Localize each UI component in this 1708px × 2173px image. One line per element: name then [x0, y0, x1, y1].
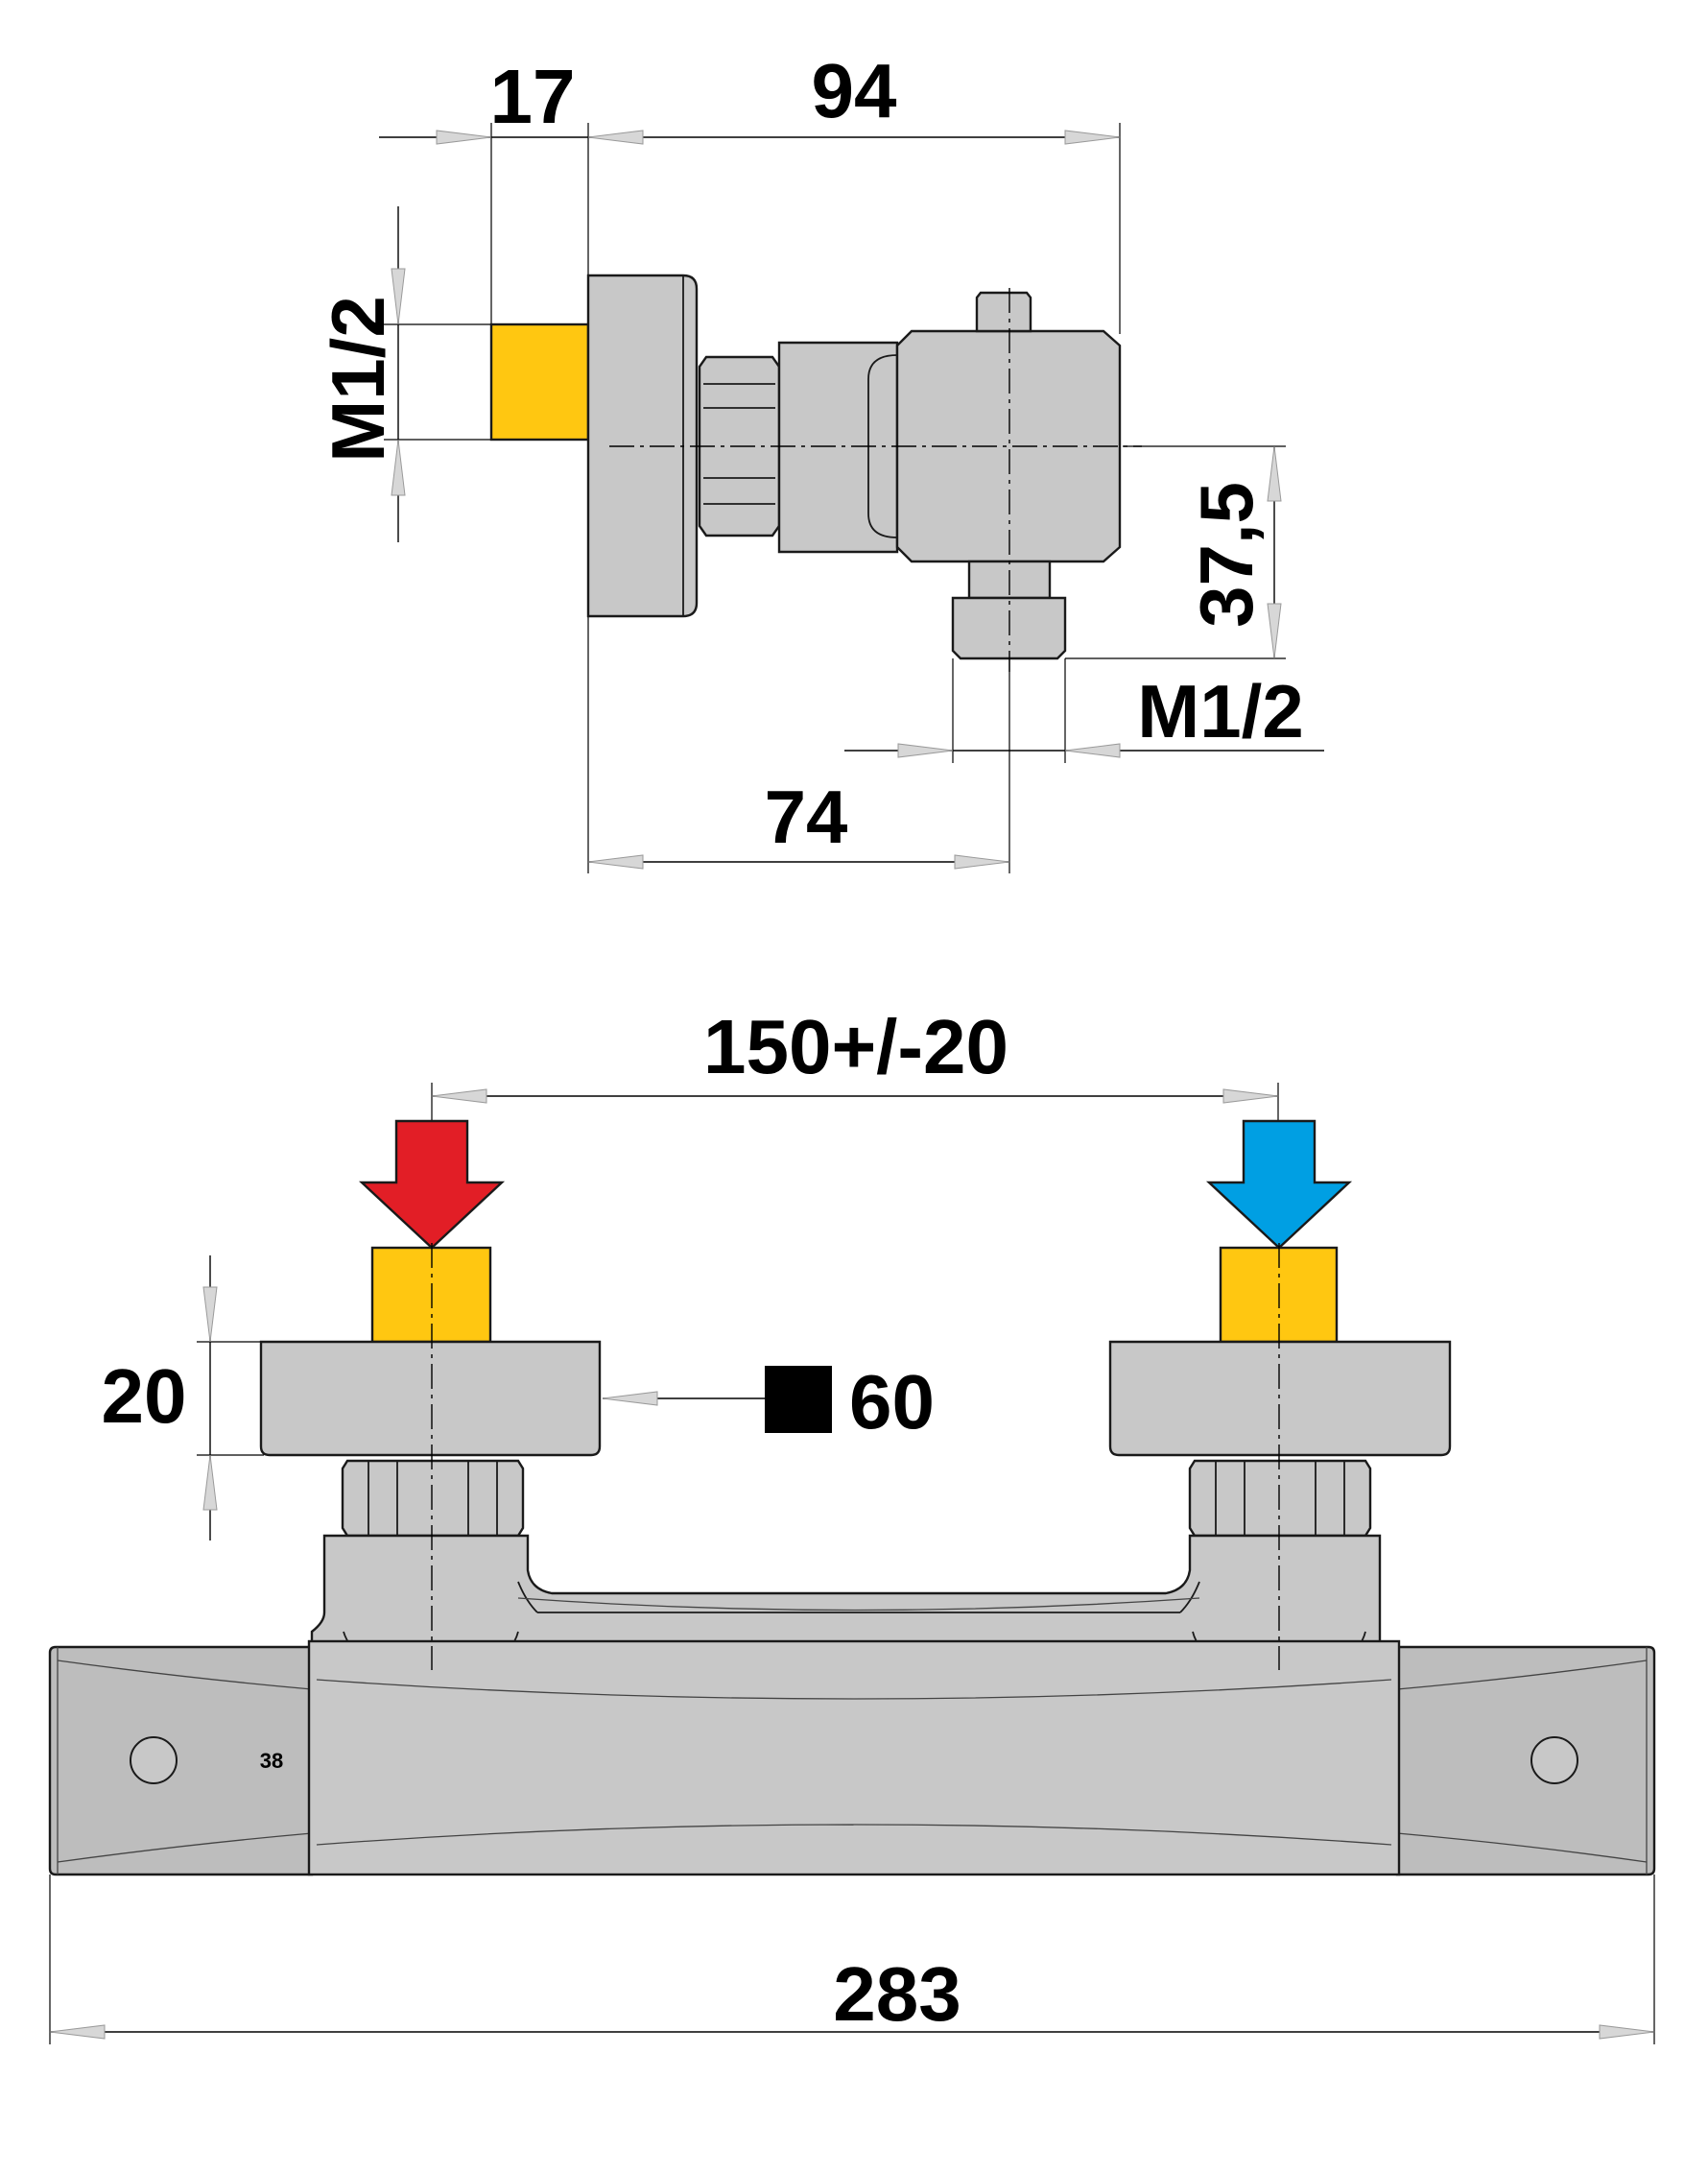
connector-body-side	[777, 341, 899, 554]
thermostat-body-side	[895, 329, 1122, 563]
hex-nut-body	[341, 1459, 525, 1538]
dim-label-outlet-offset: 37,5	[1184, 482, 1269, 628]
body-contour	[316, 1679, 1392, 1700]
dim-label-flange-height: 20	[102, 1353, 187, 1439]
dim-arrow	[587, 130, 644, 145]
left-end-cap	[48, 1645, 314, 1876]
dim-arrow	[391, 268, 406, 325]
hot-inlet-arrow-icon	[358, 1119, 506, 1250]
end-cap-taper	[57, 1832, 313, 1863]
dim-arrow	[1222, 1088, 1279, 1104]
dim-arrow	[431, 1088, 487, 1104]
dim-arrow	[587, 854, 644, 870]
body-contour	[316, 1824, 1392, 1846]
dim-label-centers: 150+/-20	[703, 1004, 1008, 1089]
end-cap-taper	[1396, 1832, 1648, 1863]
hot-hex-nut	[341, 1459, 525, 1538]
bridge-line-detail	[517, 1597, 1200, 1612]
right-knob-screw-icon	[1530, 1736, 1578, 1784]
dim-label-overall-length: 283	[833, 1951, 961, 2037]
side-view: 17 94 M1/2 37,5 M1/2 74	[316, 48, 1324, 873]
dim-arrow	[897, 743, 954, 758]
dim-arrow	[1267, 603, 1282, 659]
dim-arrow	[1267, 445, 1282, 502]
connector-bridge	[310, 1534, 1382, 1649]
dim-label-inlet-thread: M1/2	[316, 296, 400, 462]
square-symbol-icon	[765, 1366, 832, 1433]
temperature-marking: 38	[260, 1749, 283, 1773]
cold-hex-nut	[1188, 1459, 1372, 1538]
dim-arrow	[1064, 130, 1121, 145]
dim-arrow	[602, 1391, 658, 1406]
top-stem	[975, 291, 1032, 333]
dim-label-outlet-thread: M1/2	[1137, 669, 1303, 753]
dim-arrow	[1064, 743, 1121, 758]
dim-arrow	[436, 130, 492, 145]
front-view: 150+/-20 20 60	[48, 1004, 1656, 2044]
hex-nut-body	[1188, 1459, 1372, 1538]
dim-label-outlet-position: 74	[765, 775, 848, 859]
inlet-thread	[489, 322, 590, 442]
right-end-cap	[1395, 1645, 1656, 1876]
dim-arrow	[954, 854, 1010, 870]
dim-arrow	[202, 1454, 218, 1511]
hot-wall-flange	[259, 1340, 602, 1457]
dim-label-depth: 94	[812, 48, 897, 133]
dim-arrow	[1599, 2024, 1655, 2040]
end-cap-taper	[57, 1660, 313, 1690]
left-knob-screw-icon	[130, 1736, 178, 1784]
dim-arrow	[202, 1286, 218, 1343]
dim-arrow	[49, 2024, 106, 2040]
end-cap-taper	[1396, 1660, 1648, 1690]
thermostat-main-body	[307, 1639, 1401, 1876]
cold-inlet-arrow-icon	[1205, 1119, 1353, 1250]
dim-arrow	[391, 439, 406, 496]
cold-wall-flange	[1108, 1340, 1452, 1457]
dim-label-flange-square: 60	[849, 1359, 935, 1445]
dim-label-inlet-length: 17	[490, 54, 576, 139]
